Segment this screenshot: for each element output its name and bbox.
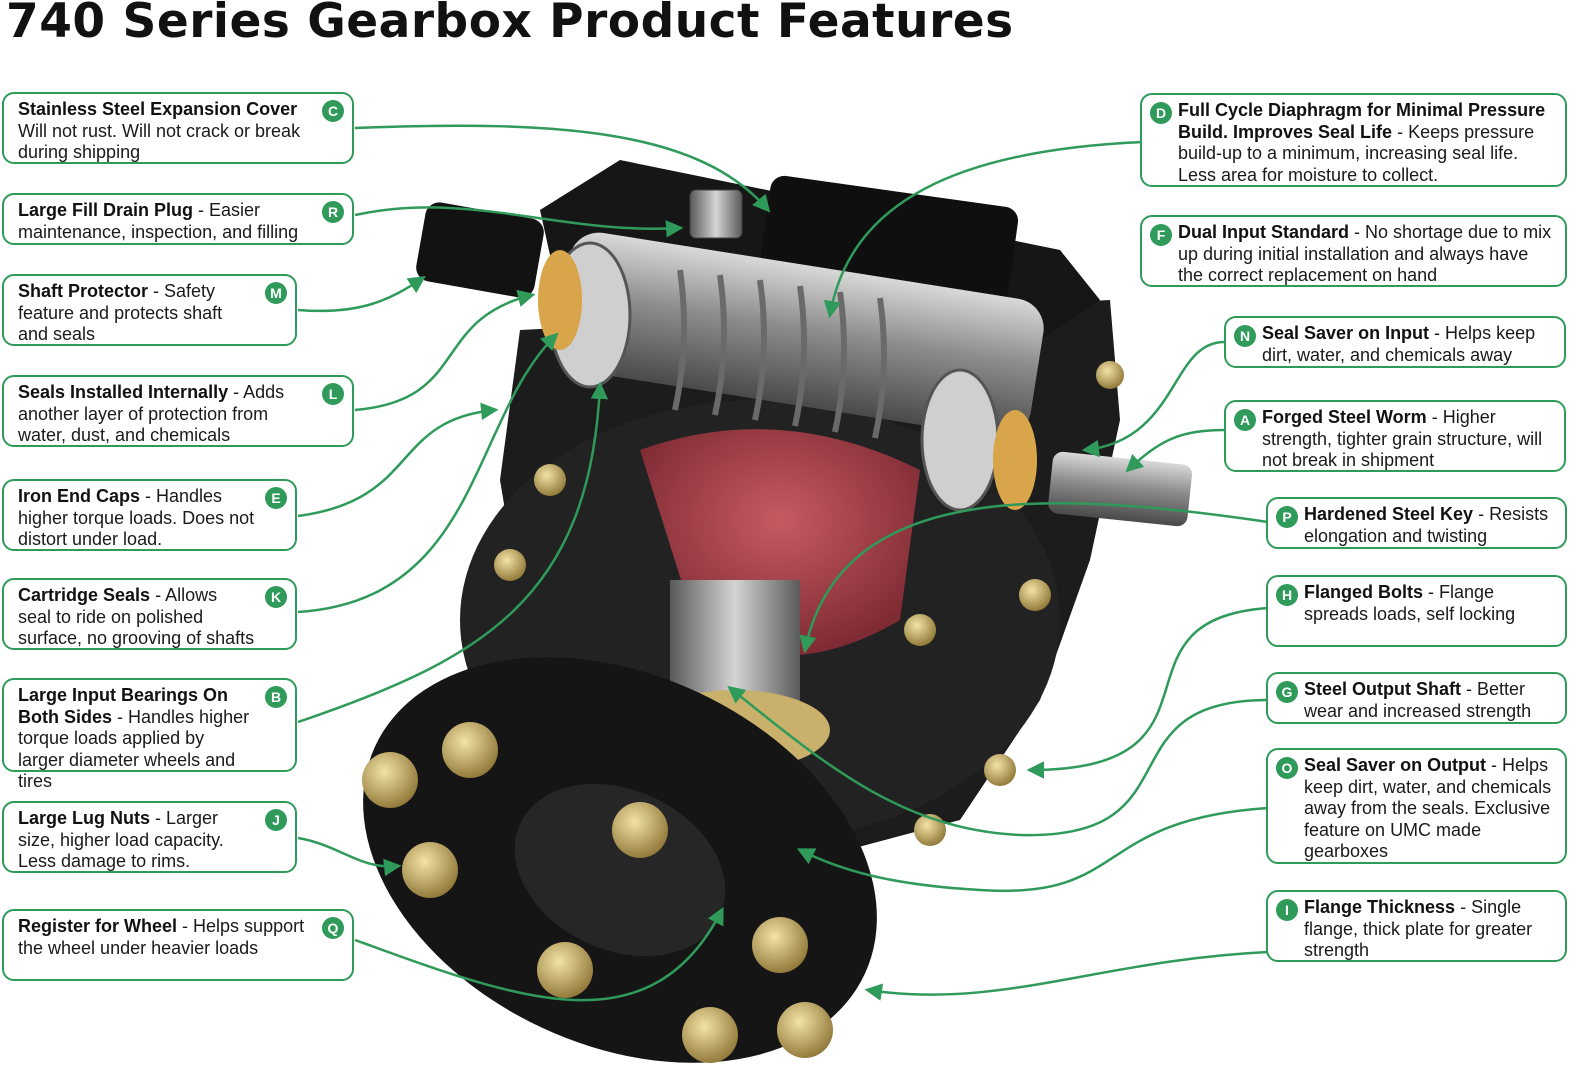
callout-steel-output-shaft: G Steel Output Shaft - Better wear and i… bbox=[1266, 672, 1567, 724]
callout-title: Flanged Bolts bbox=[1304, 582, 1424, 602]
callout-flange-thickness: I Flange Thickness - Single flange, thic… bbox=[1266, 890, 1567, 962]
callout-shaft-protector: Shaft Protector - Safety feature and pro… bbox=[2, 274, 297, 346]
badge-m: M bbox=[265, 282, 287, 304]
callout-body: Will not rust. Will not crack or break d… bbox=[18, 120, 301, 163]
badge-g: G bbox=[1276, 681, 1298, 703]
callout-title: Seals Installed Internally bbox=[18, 382, 229, 402]
callout-body: Allows seal to ride on polished surface,… bbox=[18, 585, 255, 648]
callout-body: Handles higher torque loads applied by l… bbox=[18, 706, 250, 792]
badge-q: Q bbox=[322, 917, 344, 939]
callout-body: No shortage due to mix up during initial… bbox=[1178, 222, 1552, 285]
badge-d: D bbox=[1150, 102, 1172, 124]
callout-title: Large Lug Nuts bbox=[18, 808, 151, 828]
badge-f: F bbox=[1150, 224, 1172, 246]
callout-body: Resists elongation and twisting bbox=[1304, 504, 1549, 546]
callout-body: Flange spreads loads, self locking bbox=[1304, 582, 1516, 624]
callout-title: Hardened Steel Key bbox=[1304, 504, 1474, 524]
badge-c: C bbox=[322, 100, 344, 122]
callout-title: Cartridge Seals bbox=[18, 585, 151, 605]
callout-cartridge-seals: Cartridge Seals - Allows seal to ride on… bbox=[2, 578, 297, 650]
badge-l: L bbox=[322, 383, 344, 405]
callout-title: Full Cycle Diaphragm for Minimal Pressur… bbox=[1178, 100, 1546, 142]
callout-title: Dual Input Standard bbox=[1178, 222, 1349, 242]
fill-drain-plug bbox=[689, 189, 743, 239]
badge-e: E bbox=[265, 487, 287, 509]
badge-i: I bbox=[1276, 899, 1298, 921]
badge-j: J bbox=[265, 809, 287, 831]
callout-large-fill-drain-plug: Large Fill Drain Plug - Easier maintenan… bbox=[2, 193, 354, 245]
callout-body: Helps keep dirt, water, and chemicals aw… bbox=[1304, 755, 1552, 861]
callout-title: Large Fill Drain Plug bbox=[18, 200, 194, 220]
callout-seal-saver-on-input: N Seal Saver on Input - Helps keep dirt,… bbox=[1224, 316, 1566, 368]
callout-full-cycle-diaphragm: D Full Cycle Diaphragm for Minimal Press… bbox=[1140, 93, 1567, 187]
callout-title: Iron End Caps bbox=[18, 486, 141, 506]
callout-body: Larger size, higher load capacity. Less … bbox=[18, 808, 224, 871]
callout-title: Flange Thickness bbox=[1304, 897, 1456, 917]
lug-nuts bbox=[362, 722, 833, 1063]
badge-a: A bbox=[1234, 409, 1256, 431]
callout-title: Steel Output Shaft bbox=[1304, 679, 1461, 699]
badge-b: B bbox=[265, 686, 287, 708]
flanged-bolts bbox=[494, 361, 1124, 846]
callout-body: Higher strength, tighter grain structure… bbox=[1262, 407, 1543, 470]
callout-body: Helps support the wheel under heavier lo… bbox=[18, 916, 305, 958]
badge-p: P bbox=[1276, 506, 1298, 528]
callout-body: Easier maintenance, inspection, and fill… bbox=[18, 200, 299, 242]
callout-body: Better wear and increased strength bbox=[1304, 679, 1532, 721]
callout-body: Safety feature and protects shaft and se… bbox=[18, 281, 223, 344]
callout-body: Helps keep dirt, water, and chemicals aw… bbox=[1262, 323, 1536, 365]
page-title: 740 Series Gearbox Product Features bbox=[6, 0, 1014, 49]
callout-register-for-wheel: Register for Wheel - Helps support the w… bbox=[2, 909, 354, 981]
callout-flanged-bolts: H Flanged Bolts - Flange spreads loads, … bbox=[1266, 575, 1567, 647]
callout-iron-end-caps: Iron End Caps - Handles higher torque lo… bbox=[2, 479, 297, 551]
leader-lines bbox=[297, 124, 1269, 1002]
callout-title: Stainless Steel Expansion Cover bbox=[18, 99, 298, 119]
badge-r: R bbox=[322, 201, 344, 223]
callout-body: Single flange, thick plate for greater s… bbox=[1304, 897, 1533, 960]
input-shaft-protector bbox=[416, 202, 544, 298]
callout-title: Register for Wheel bbox=[18, 916, 178, 936]
callout-large-input-bearings: Large Input Bearings On Both Sides - Han… bbox=[2, 678, 297, 791]
callout-body: Keeps pressure build-up to a minimum, in… bbox=[1178, 121, 1535, 185]
callout-hardened-steel-key: P Hardened Steel Key - Resists elongatio… bbox=[1266, 497, 1567, 549]
callout-seal-saver-on-output: O Seal Saver on Output - Helps keep dirt… bbox=[1266, 748, 1567, 864]
badge-o: O bbox=[1276, 757, 1298, 779]
badge-h: H bbox=[1276, 584, 1298, 606]
callout-title: Shaft Protector bbox=[18, 281, 149, 301]
callout-seals-installed-internally: Seals Installed Internally - Adds anothe… bbox=[2, 375, 354, 447]
callout-title: Forged Steel Worm bbox=[1262, 407, 1427, 427]
callout-title: Large Input Bearings On Both Sides bbox=[18, 685, 229, 727]
callout-forged-steel-worm: A Forged Steel Worm - Higher strength, t… bbox=[1224, 400, 1566, 472]
callout-body: Adds another layer of protection from wa… bbox=[18, 382, 285, 445]
badge-n: N bbox=[1234, 325, 1256, 347]
callout-title: Seal Saver on Output bbox=[1304, 755, 1487, 775]
worm-shaft bbox=[538, 232, 1044, 512]
callout-body: Handles higher torque loads. Does not di… bbox=[18, 486, 255, 549]
callout-large-lug-nuts: Large Lug Nuts - Larger size, higher loa… bbox=[2, 801, 297, 873]
badge-k: K bbox=[265, 586, 287, 608]
callout-title: Seal Saver on Input bbox=[1262, 323, 1430, 343]
callout-stainless-steel-expansion-cover: Stainless Steel Expansion Cover Will not… bbox=[2, 92, 354, 164]
callout-dual-input-standard: F Dual Input Standard - No shortage due … bbox=[1140, 215, 1567, 287]
